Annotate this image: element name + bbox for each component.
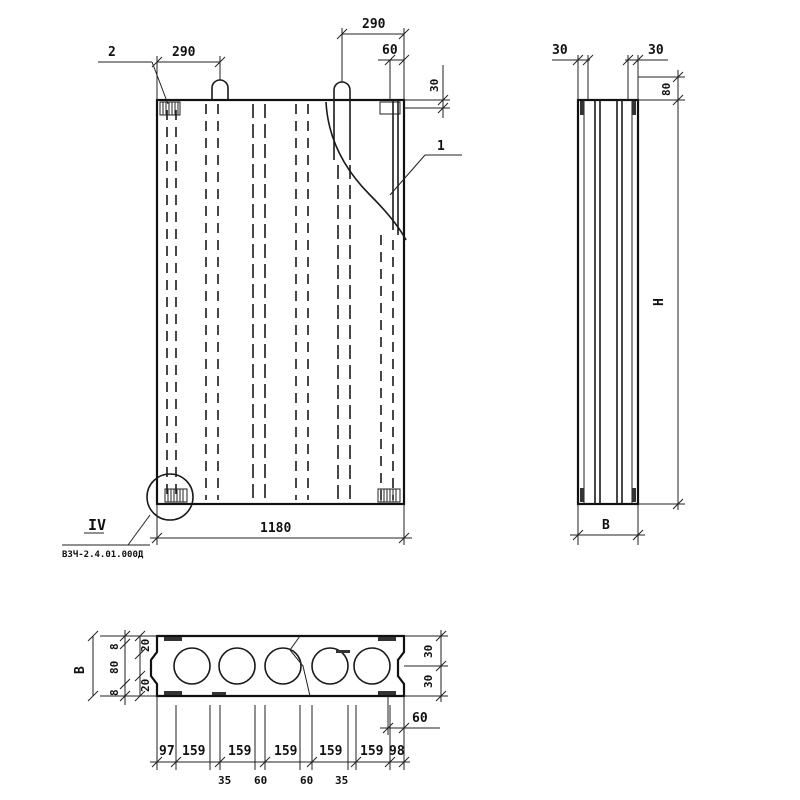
dim-30-front: 30: [428, 79, 441, 92]
lower-dim-35-1: 35: [218, 774, 231, 787]
break-line: [325, 101, 407, 241]
dim-60: 60: [382, 43, 398, 58]
section-dim-20-top: 20: [139, 639, 152, 652]
detail-circle: [146, 473, 194, 521]
side-view: 30 30 80 Н В: [552, 43, 685, 545]
section-break-line: [289, 635, 311, 697]
section-dim-8-top: 8: [108, 643, 121, 650]
embed-plate-tl: [159, 101, 181, 116]
embed-plate-tr: [379, 101, 401, 115]
callout-1: 1: [437, 139, 445, 154]
front-view: IV ВЗЧ-2.4.01.000Д 2 1 290 290 60: [62, 17, 462, 560]
side-outline: [576, 98, 640, 506]
lifting-loop-right: [333, 81, 351, 100]
detail-doc-label: ВЗЧ-2.4.01.000Д: [62, 550, 144, 560]
embed-plate-br: [377, 488, 401, 503]
dim-290-left: 290: [172, 45, 196, 60]
detail-ref-label: IV: [88, 516, 106, 534]
lower-dim-35-2: 35: [335, 774, 348, 787]
section-view: В 8 80 8 20 20 30 30 60: [73, 630, 448, 787]
section-dim-8-bot: 8: [108, 689, 121, 696]
bottom-dim-98: 98: [389, 744, 405, 759]
core-4: [311, 647, 349, 685]
side-dim-H: Н: [652, 298, 667, 306]
panel-outline: [155, 98, 406, 506]
bottom-dim-159-4: 159: [319, 744, 342, 759]
callout-2: 2: [108, 45, 116, 60]
bottom-dim-159-1: 159: [182, 744, 205, 759]
bottom-dim-159-5: 159: [360, 744, 383, 759]
side-plate-bl: [580, 488, 584, 502]
side-plate-tl: [580, 101, 584, 115]
side-dim-30-right: 30: [648, 43, 664, 58]
section-dim-20-bot: 20: [139, 679, 152, 692]
section-dim-30-bot: 30: [422, 675, 435, 688]
core-1: [173, 647, 211, 685]
bottom-dim-159-3: 159: [274, 744, 297, 759]
side-dim-B: В: [602, 518, 610, 533]
lower-dim-60-2: 60: [300, 774, 313, 787]
core-2: [218, 647, 256, 685]
bottom-dim-159-2: 159: [228, 744, 251, 759]
core-5: [353, 647, 391, 685]
side-dim-30-left: 30: [552, 43, 568, 58]
bottom-dim-97: 97: [159, 744, 175, 759]
section-outline: [149, 634, 406, 698]
side-plate-tr: [632, 101, 636, 115]
section-dim-80: 80: [108, 661, 121, 674]
side-plate-br: [632, 488, 636, 502]
lower-dim-60-1: 60: [254, 774, 267, 787]
section-dim-30-top: 30: [422, 645, 435, 658]
side-dim-80: 80: [660, 83, 673, 96]
dim-1180: 1180: [260, 521, 291, 536]
section-dim-60: 60: [412, 711, 428, 726]
section-dim-B: В: [73, 666, 88, 674]
embed-plate-bl: [164, 488, 188, 503]
dim-290-right: 290: [362, 17, 386, 32]
lifting-loop-left: [211, 79, 229, 100]
core-3: [264, 647, 302, 685]
